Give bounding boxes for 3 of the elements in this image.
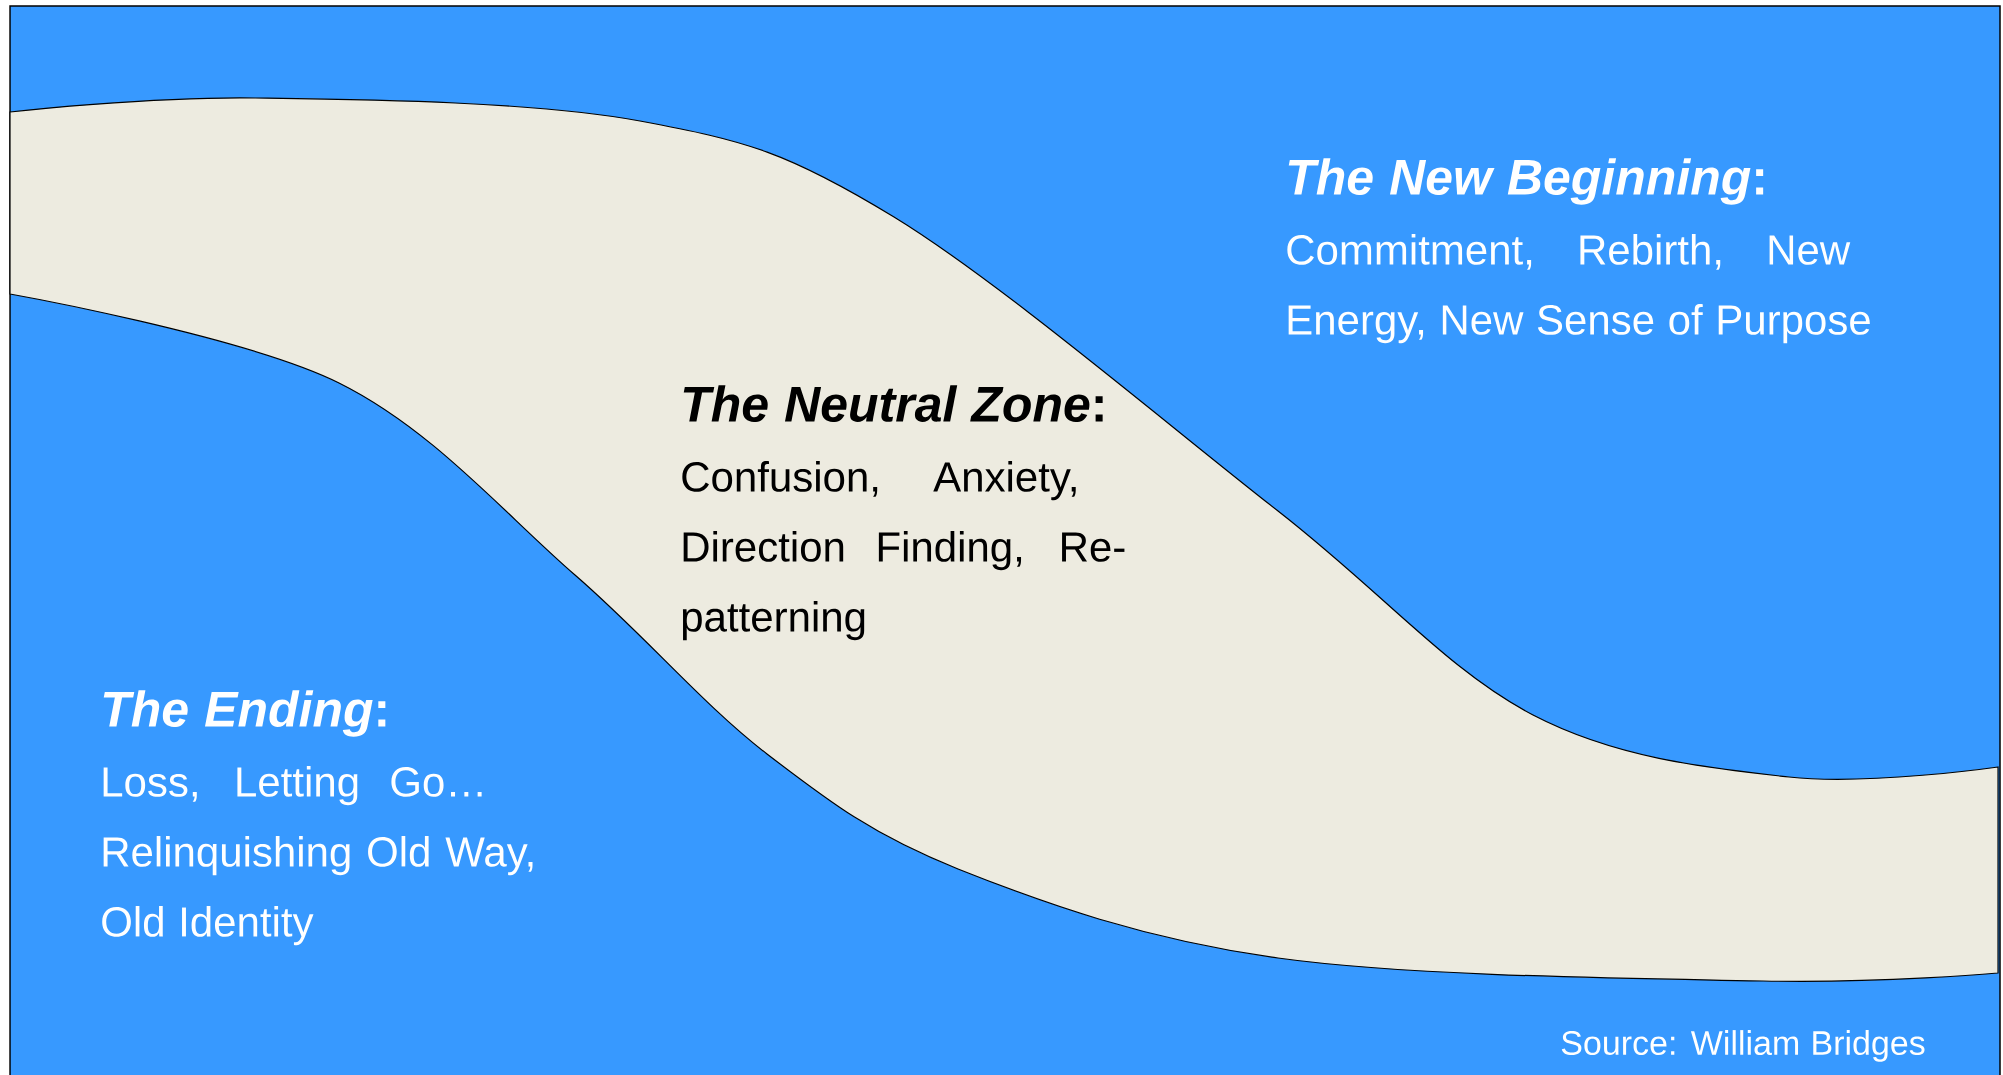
phase-text: The New Beginning: Commitment, Rebirth, New Energy, New Sense of Purpose — [1287, 158, 1870, 344]
source-note: Source: William Bridges — [1561, 1030, 1925, 1062]
phase-text: The Ending: Loss, Letting Go… Relinquishing Old Way, Old Identity — [102, 690, 533, 946]
